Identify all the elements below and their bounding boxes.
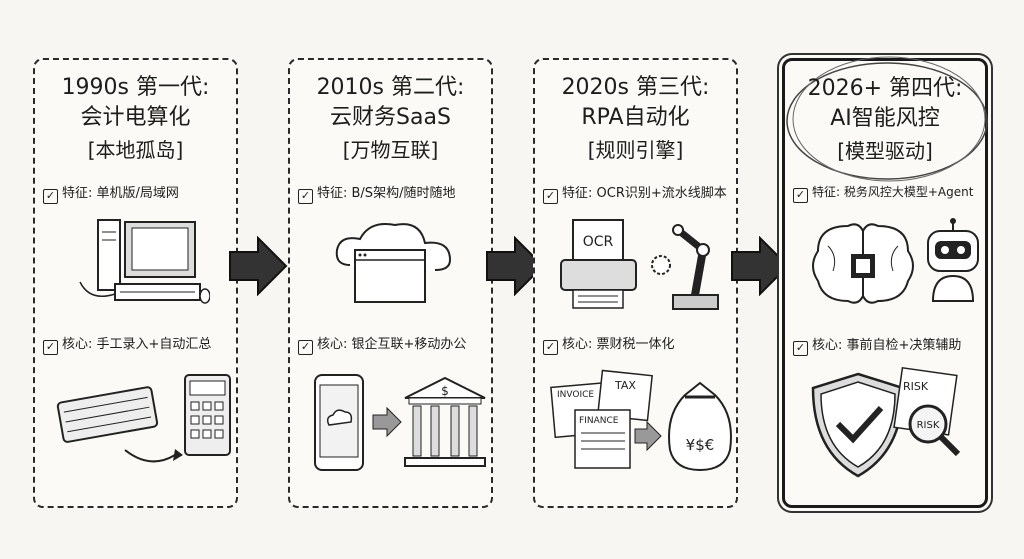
core-text: 核心: 票财税一体化 (562, 337, 675, 352)
check-icon: ✓ (43, 189, 58, 204)
ocr-scanner-icon: OCR (560, 219, 637, 309)
check-icon: ✓ (43, 340, 58, 355)
panel-name: 会计电算化 (80, 105, 191, 130)
svg-text:RISK: RISK (917, 420, 940, 431)
panel-gen2: 2010s 第二代: 云财务SaaS [万物互联] ✓ 特征: B/S架构/随时随… (288, 58, 493, 508)
panel-name: RPA自动化 (581, 105, 690, 130)
check-icon: ✓ (298, 340, 313, 355)
panel-gen4: 2026+ 第四代: AI智能风控 [模型驱动] ✓ 特征: 税务风控大模型+Ag… (782, 56, 988, 508)
panel-tag: [本地孤岛] (87, 138, 184, 162)
svg-text:TAX: TAX (614, 379, 636, 392)
calculator-icon (184, 374, 231, 456)
panel-tag: [万物互联] (342, 138, 439, 162)
panel-tag: [规则引擎] (587, 138, 684, 162)
robot-head-icon (927, 218, 979, 302)
arrow-right-icon (731, 236, 790, 296)
feature-text: 特征: 单机版/局域网 (62, 186, 179, 201)
panel-gen3: 2020s 第三代: RPA自动化 [规则引擎] ✓ 特征: OCR识别+流水线脚… (533, 58, 738, 508)
curved-arrow (124, 449, 176, 463)
panel-name: AI智能风控 (830, 106, 940, 131)
check-icon: ✓ (793, 341, 808, 356)
feature-line: ✓ 特征: B/S架构/随时随地 (298, 182, 487, 204)
panel-era: 1990s 第一代: (61, 75, 210, 100)
panel-tag: [模型驱动] (837, 139, 933, 163)
shield-check-icon (811, 372, 905, 478)
ocr-robot-illustration: OCR (560, 219, 719, 310)
core-text: 核心: 银企互联+移动办公 (317, 337, 467, 352)
check-icon: ✓ (298, 189, 313, 204)
check-icon: ✓ (543, 340, 558, 355)
check-icon: ✓ (793, 188, 808, 203)
phone-bank-illustration: $ (314, 374, 486, 471)
arrow-icon (634, 420, 662, 452)
keyboard-icon (56, 386, 159, 443)
bank-icon: $ (404, 376, 486, 467)
arrow-icon (372, 406, 402, 438)
keyboard-calculator-illustration (56, 374, 231, 463)
feature-text: 特征: 税务风控大模型+Agent (812, 185, 974, 199)
highlight-circle (786, 56, 988, 182)
arrow-right-icon (486, 236, 545, 296)
core-line: ✓ 核心: 银企互联+移动办公 (298, 333, 487, 355)
feature-text: 特征: OCR识别+流水线脚本 (562, 186, 727, 201)
feature-text: 特征: B/S架构/随时随地 (317, 186, 456, 201)
svg-text:INVOICE: INVOICE (557, 390, 594, 400)
shield-risk-illustration: RISK RISK (811, 366, 961, 478)
panel-name: 云财务SaaS (330, 105, 451, 130)
core-line: ✓ 核心: 手工录入+自动汇总 (43, 333, 232, 355)
core-text: 核心: 手工录入+自动汇总 (62, 337, 212, 352)
panel-era: 2026+ 第四代: (807, 76, 963, 101)
core-line: ✓ 核心: 事前自检+决策辅助 (793, 334, 981, 356)
documents-money-illustration: INVOICE TAX FINANCE ¥$€ (550, 369, 732, 472)
svg-text:OCR: OCR (583, 234, 614, 250)
panel-era: 2020s 第三代: (561, 75, 710, 100)
documents-icon: INVOICE TAX FINANCE (550, 369, 653, 469)
core-text: 核心: 事前自检+决策辅助 (812, 338, 962, 353)
core-line: ✓ 核心: 票财税一体化 (543, 333, 732, 355)
panel-gen1: 1990s 第一代: 会计电算化 [本地孤岛] ✓ 特征: 单机版/局域网 ✓ 核心… (33, 58, 238, 508)
arrow-right-icon (229, 236, 288, 296)
ai-brain-icon (812, 223, 914, 304)
ai-brain-robot-illustration (812, 218, 979, 304)
desktop-computer-icon (79, 219, 210, 304)
check-icon: ✓ (543, 189, 558, 204)
svg-text:FINANCE: FINANCE (579, 416, 619, 426)
smartphone-cloud-icon (314, 374, 364, 471)
feature-line: ✓ 特征: 税务风控大模型+Agent (793, 183, 981, 203)
svg-text:¥$€: ¥$€ (686, 436, 715, 454)
feature-line: ✓ 特征: 单机版/局域网 (43, 182, 232, 204)
risk-report-icon: RISK RISK (893, 366, 961, 457)
money-bag-icon: ¥$€ (668, 381, 732, 472)
cloud-browser-icon (335, 223, 452, 303)
svg-text:$: $ (441, 384, 449, 398)
feature-line: ✓ 特征: OCR识别+流水线脚本 (543, 182, 732, 204)
svg-text:RISK: RISK (903, 380, 929, 393)
robot-arm-icon (651, 224, 719, 310)
panel-era: 2010s 第二代: (316, 75, 465, 100)
